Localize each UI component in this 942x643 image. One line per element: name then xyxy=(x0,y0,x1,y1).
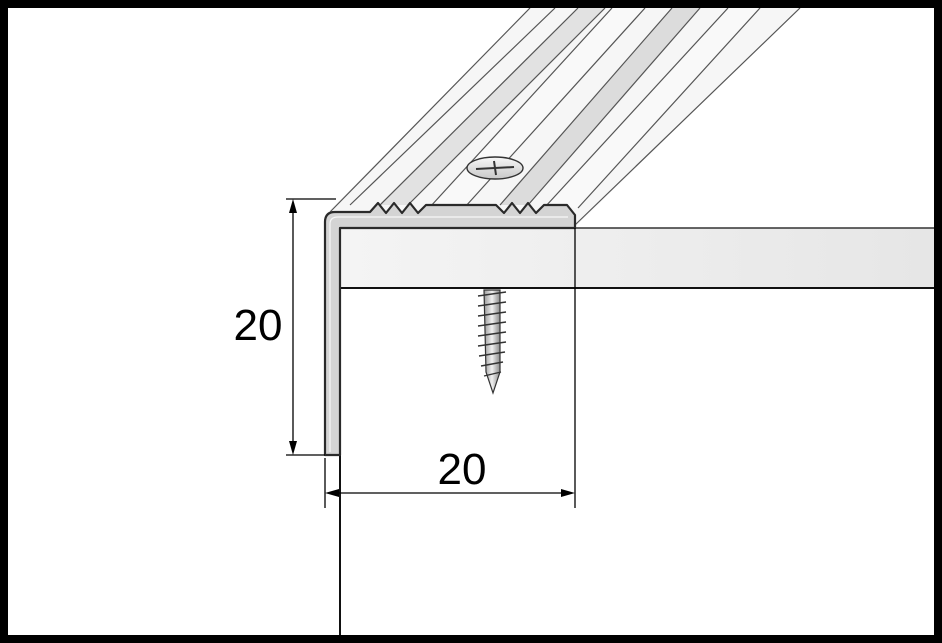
width-label: 20 xyxy=(438,445,487,494)
width-dimension xyxy=(324,228,576,508)
height-label: 20 xyxy=(234,301,283,350)
countersunk-screw-head xyxy=(466,156,524,180)
height-dimension xyxy=(286,198,336,456)
stair-tread-plank xyxy=(340,227,934,289)
screw xyxy=(477,289,507,395)
angle-profile xyxy=(323,201,577,457)
